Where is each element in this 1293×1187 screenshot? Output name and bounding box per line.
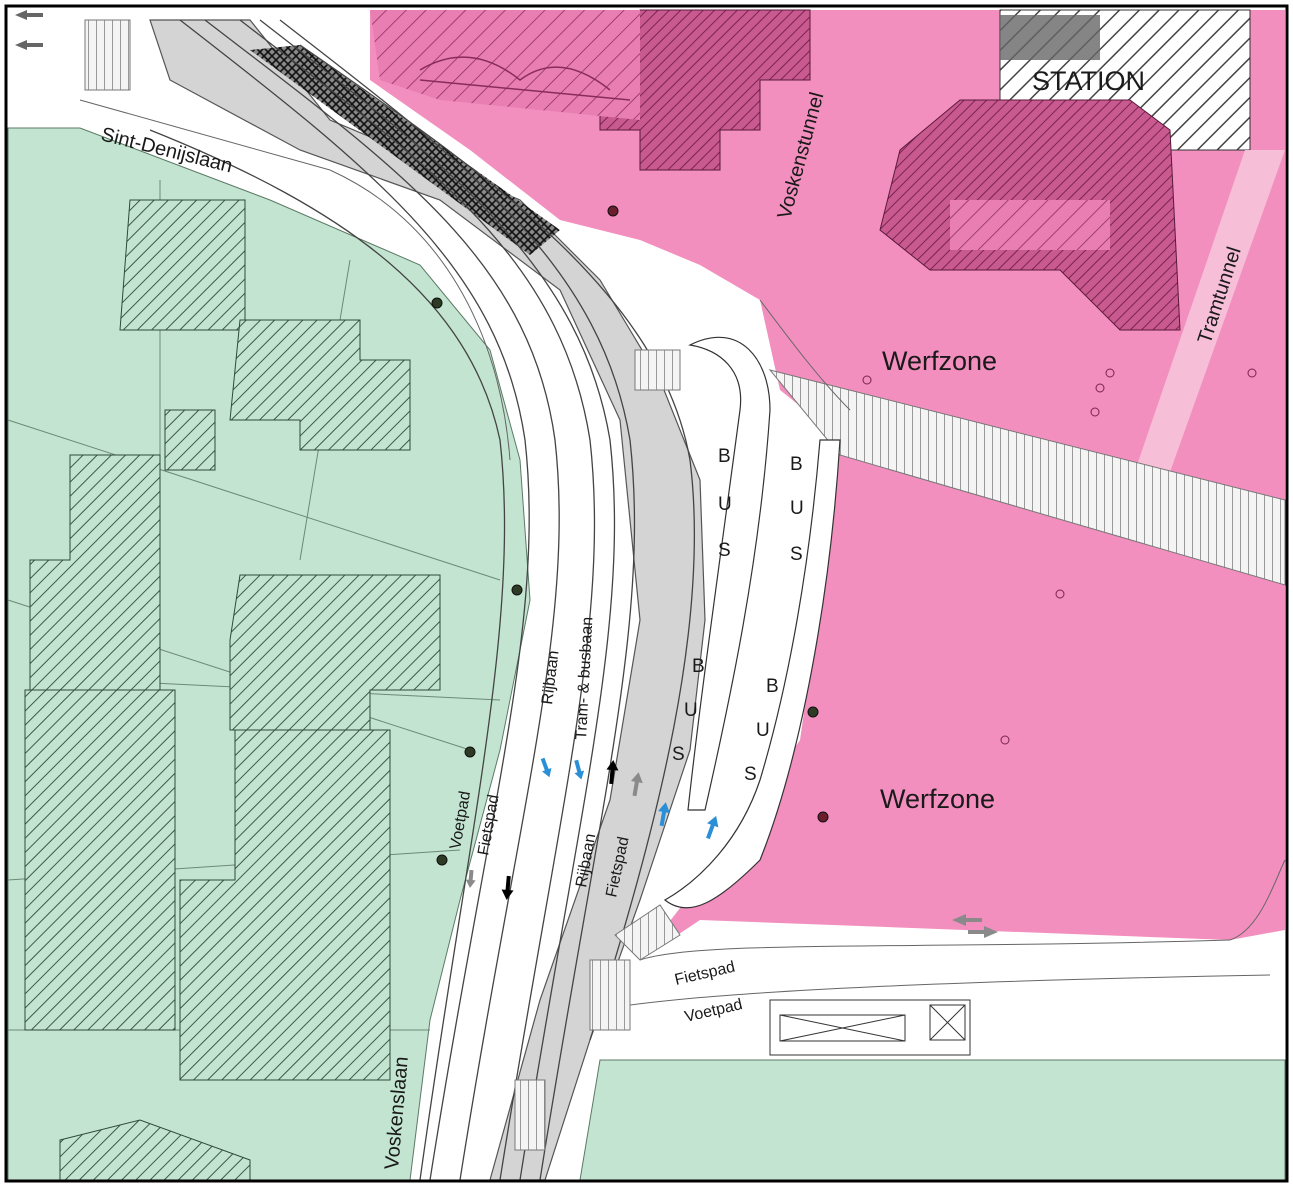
tramtunnel-strip	[1125, 150, 1285, 500]
blue-arrow-icon	[540, 757, 552, 778]
bus-letter: S	[672, 744, 685, 765]
werfzone-top-label: Werfzone	[882, 346, 997, 376]
station-left-building	[599, 9, 811, 171]
bottom-structures	[769, 999, 971, 1056]
crosswalks	[84, 19, 681, 1151]
black-arrow-icon	[501, 875, 514, 900]
bus-letter: S	[790, 544, 803, 565]
rijbaan-left-label: Rijbaan	[539, 650, 562, 706]
grey-two-way-arrow-icon	[968, 926, 998, 938]
bus-letter: B	[790, 454, 803, 475]
station-label: STATION	[1032, 66, 1145, 96]
direction-arrows	[465, 757, 998, 938]
tram-busbaan-label: Tram- & busbaan	[573, 616, 596, 740]
werfzone-bottom-label: Werfzone	[880, 784, 995, 814]
green-buildings	[24, 199, 441, 1181]
bus-letter: U	[756, 720, 770, 741]
bus-letter: B	[718, 446, 731, 467]
grey-arrow-icon	[630, 772, 643, 797]
blue-arrow-icon	[658, 802, 670, 827]
tree-dark-dot-icon	[464, 746, 476, 758]
station-left-annex	[370, 10, 640, 120]
grey-two-way-arrow-icon	[952, 914, 982, 926]
tree-dark-red-dot-icon	[607, 205, 619, 217]
tree-markers	[431, 297, 819, 866]
sidewalk-lines	[79, 99, 1286, 1011]
lane-lines	[149, 19, 696, 1181]
grey-arrow-icon	[465, 869, 476, 888]
bus-letter: S	[744, 764, 757, 785]
tree-dark-dot-icon	[807, 706, 819, 718]
bus-letter: U	[718, 494, 732, 515]
bus-letter: U	[790, 498, 804, 519]
station-inner	[950, 200, 1110, 250]
tree-dark-red-dot-icon	[817, 811, 829, 823]
bus-islands	[663, 336, 841, 909]
blue-arrow-icon	[574, 759, 585, 780]
green-zone-bottom	[579, 1059, 1286, 1181]
bus-letter: S	[718, 540, 731, 561]
bus-stop-1: B U S	[718, 446, 732, 561]
bus-stop-3: B U S	[672, 656, 705, 765]
bus-letter: U	[684, 700, 698, 721]
black-arrow-icon	[606, 760, 619, 785]
bridge-arcs	[419, 56, 631, 101]
blue-arrow-icon	[706, 815, 719, 840]
tree-dark-dot-icon	[511, 584, 523, 596]
pedestrian-crossing-band	[768, 369, 1286, 586]
bus-stop-4: B U S	[744, 676, 779, 785]
tree-dark-dot-icon	[436, 854, 448, 866]
lamp-markers	[862, 368, 1257, 745]
bus-letter: B	[692, 656, 705, 677]
main-road	[149, 19, 706, 1181]
bus-stop-2: B U S	[790, 454, 804, 565]
bus-letter: B	[766, 676, 779, 697]
worksite-bottom	[640, 430, 1285, 960]
red-markers	[607, 205, 829, 823]
tree-dark-dot-icon	[431, 297, 443, 309]
station-roof	[1000, 15, 1100, 60]
corner-arrows	[15, 10, 43, 50]
map-frame	[4, 4, 1289, 1183]
